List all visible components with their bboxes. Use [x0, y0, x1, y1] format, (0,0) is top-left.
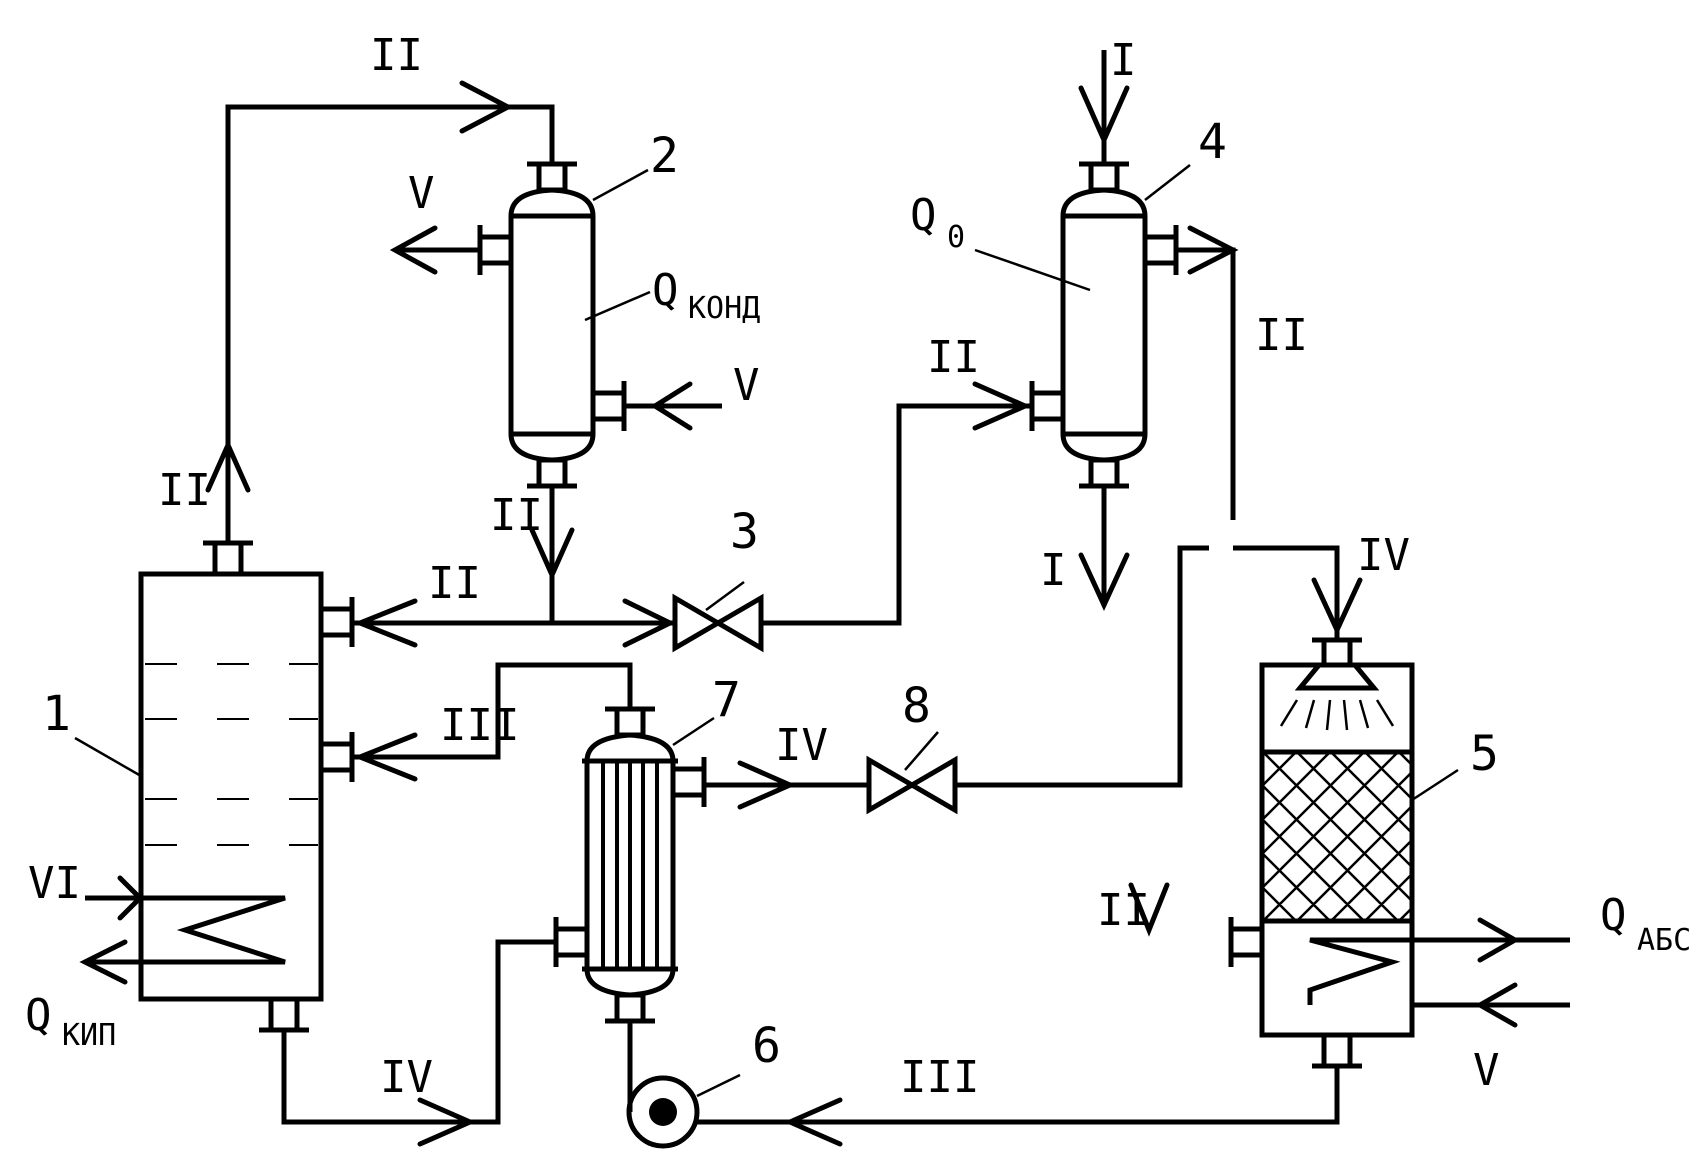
arrow-gen-up	[205, 438, 251, 493]
stream-abs-in-IV: IV	[1357, 530, 1410, 581]
heat-exchanger-7	[553, 706, 707, 1024]
valve-3	[672, 593, 764, 653]
label-8: 8	[902, 678, 931, 734]
label-3: 3	[730, 504, 759, 560]
label-6: 6	[752, 1018, 781, 1074]
stream-gen-VI: VI	[28, 858, 81, 909]
heat-evap: Q 0	[910, 190, 965, 255]
piping	[225, 50, 1340, 1125]
equipment-numbers: 1 2 3 4 5 6 7 8	[42, 114, 1499, 1074]
label-4: 4	[1198, 114, 1227, 170]
packing-hatch	[1262, 752, 1412, 921]
stream-abs-in-II: II	[1097, 885, 1150, 936]
arrow-abs-IV	[1311, 577, 1363, 636]
svg-text:КОНД: КОНД	[688, 291, 760, 326]
arrow-top-II	[459, 80, 514, 134]
stream-gen-bottom-IV: IV	[380, 1052, 433, 1103]
stream-abs-V: V	[1473, 1045, 1500, 1096]
arrow-hx-out-IV	[737, 760, 797, 810]
arrow-evap-out	[1187, 225, 1239, 275]
leader-lines	[74, 164, 1459, 1098]
arrow-evap-I-in	[1078, 85, 1130, 147]
svg-text:АБС: АБС	[1637, 923, 1691, 958]
arrow-cond-down	[529, 527, 575, 582]
svg-text:КИП: КИП	[62, 1018, 116, 1053]
stream-evap-I-out: I	[1040, 545, 1067, 596]
arrow-evap-in	[972, 381, 1032, 431]
stream-cond-V-out: V	[408, 168, 435, 219]
arrow-gen-bottom-IV	[417, 1097, 477, 1147]
label-7: 7	[712, 672, 741, 728]
pump-6	[626, 1075, 700, 1149]
label-1: 1	[42, 686, 71, 742]
heat-abs: Q АБС	[1600, 890, 1691, 958]
absorber-5	[1228, 637, 1570, 1069]
stream-gen-in-II: II	[428, 558, 481, 609]
generator-1	[79, 540, 355, 1033]
stream-gen-in-III: III	[440, 700, 519, 751]
arrow-evap-I-out	[1078, 552, 1130, 611]
heat-gen: Q КИП	[25, 990, 116, 1053]
arrow-valve3-in	[622, 598, 676, 648]
stream-cond-V-in: V	[733, 360, 760, 411]
heat-labels: Q КОНД Q 0 Q КИП Q АБС	[25, 190, 1691, 1053]
valve-8	[866, 755, 958, 815]
svg-text:Q: Q	[652, 265, 679, 316]
spray-lines	[1279, 699, 1395, 731]
stream-labels: II V V II II II III I I II II IV II IV I…	[28, 30, 1500, 1103]
stream-top-II: II	[370, 30, 423, 81]
stream-evap-I-in: I	[1110, 35, 1137, 86]
svg-text:0: 0	[947, 220, 965, 255]
stream-cond-down-II: II	[490, 490, 543, 541]
svg-text:Q: Q	[1600, 890, 1627, 941]
label-5: 5	[1470, 726, 1499, 782]
arrow-pump-III	[783, 1097, 843, 1147]
stream-evap-in-II: II	[927, 332, 980, 383]
arrow-cond-V-out	[389, 225, 438, 275]
arrow-abs-II-down	[1128, 882, 1170, 937]
arrow-gen-III	[353, 732, 418, 782]
stream-gen-up-II: II	[158, 465, 211, 516]
arrow-gen-in-II	[353, 598, 418, 648]
evaporator-4	[1029, 161, 1179, 489]
svg-text:Q: Q	[25, 990, 52, 1041]
stream-hx-out-IV: IV	[775, 720, 828, 771]
heat-cond: Q КОНД	[652, 265, 760, 326]
stream-pump-III: III	[900, 1052, 979, 1103]
svg-text:Q: Q	[910, 190, 937, 241]
condenser-2	[477, 161, 627, 489]
arrows	[205, 80, 1363, 1147]
label-2: 2	[650, 128, 679, 184]
stream-evap-out-II: II	[1255, 310, 1308, 361]
arrow-cond-V-in	[650, 381, 693, 431]
